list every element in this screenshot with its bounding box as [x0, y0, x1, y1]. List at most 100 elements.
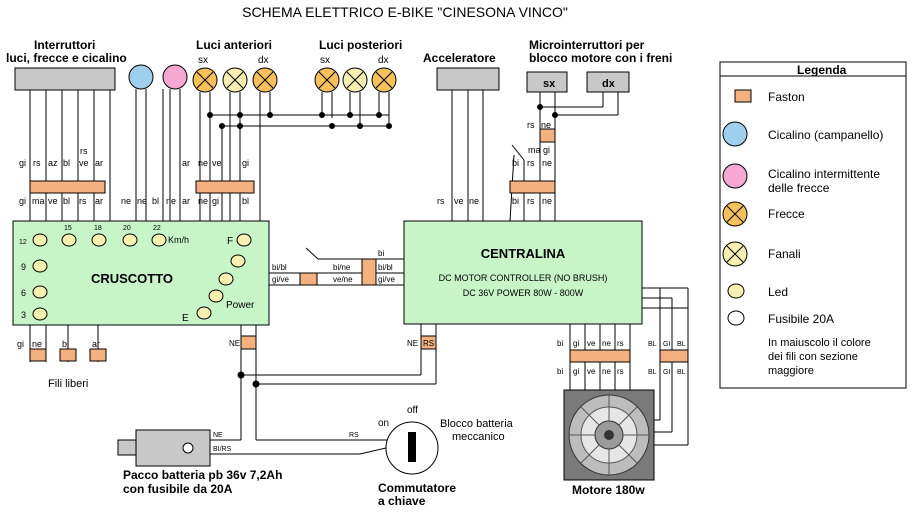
wire-label: ma	[528, 145, 541, 155]
front-lights-label: Luci anteriori	[196, 38, 272, 52]
wire-label: ne	[541, 120, 551, 130]
speed-scale-label: 3	[21, 310, 26, 320]
wire-label: gi	[19, 196, 26, 206]
wire-label: BI/RS	[213, 446, 232, 453]
wire-label: NE	[407, 339, 418, 348]
wire-label: bl	[63, 196, 70, 206]
faston-strip	[569, 349, 631, 363]
brake-switch-label-2: blocco motore con i freni	[529, 51, 672, 65]
faston	[361, 258, 377, 286]
faston-strip	[509, 180, 556, 194]
brake-switch-dx	[586, 71, 630, 93]
motor-hub-icon	[563, 389, 655, 481]
brake-switch-sx	[526, 71, 568, 93]
fuel-full-label: F	[227, 236, 233, 247]
battery-pack	[135, 429, 211, 467]
faston-strip	[195, 180, 255, 194]
wire-label: ar	[92, 339, 100, 349]
wire-label: rs	[527, 120, 535, 130]
wire-label: bi/bl	[378, 263, 393, 272]
faston-strip	[29, 180, 106, 194]
battery-terminal	[117, 439, 139, 456]
faston	[240, 335, 257, 350]
wire-label: GI	[663, 341, 670, 348]
front-sx-label: sx	[198, 55, 208, 66]
fuel-empty-label: E	[182, 313, 189, 324]
wire-label: ne	[137, 196, 147, 206]
legend-title: Legenda	[797, 63, 847, 77]
brake-dx-label: dx	[602, 78, 616, 90]
wire-label: rs	[617, 367, 624, 376]
wire-label: bi/bl	[272, 263, 287, 272]
wire-label: gi	[573, 339, 579, 348]
wire-label: NE	[213, 432, 223, 439]
wire-label: az	[48, 158, 58, 168]
wire-label: ne	[121, 196, 131, 206]
key-switch-name-2: a chiave	[378, 494, 426, 508]
wire-label: rs	[80, 146, 88, 156]
wire-label: gi	[242, 158, 249, 168]
wire-label: ne	[198, 158, 208, 168]
speed-scale-label: 22	[153, 225, 161, 232]
faston	[539, 128, 556, 143]
key-lock-label-1: Blocco batteria	[440, 418, 514, 430]
legend-label: Led	[768, 285, 788, 299]
brake-sx-label: sx	[543, 78, 556, 90]
wire-label: bl	[152, 196, 159, 206]
legend-fuse-swatch	[727, 310, 745, 326]
rear-lights-label: Luci posteriori	[319, 38, 402, 52]
ctrl-power-wires	[241, 324, 437, 385]
wire-label: bi	[557, 339, 563, 348]
speed-scale-label: 15	[64, 225, 72, 232]
faston	[420, 335, 437, 350]
legend-box	[719, 61, 907, 389]
speed-scale-label: 18	[94, 225, 102, 232]
wire-label: GI	[663, 369, 670, 376]
power-label: Power	[226, 300, 255, 311]
link-wires	[269, 247, 404, 286]
wire-label: ar	[182, 158, 190, 168]
throttle-wires	[451, 90, 484, 221]
controller-spec-2: DC 36V POWER 80W - 800W	[463, 288, 584, 298]
junction-dot	[552, 112, 558, 118]
legend-label: Fanali	[768, 247, 801, 261]
legend-note: maggiore	[768, 365, 814, 377]
wire-label: ve	[454, 196, 464, 206]
wire-label: bl	[242, 196, 249, 206]
legend-led-swatch	[727, 283, 745, 299]
key-switch-name-1: Commutatore	[378, 481, 456, 495]
legend-note: dei fili con sezione	[768, 351, 858, 363]
horn-wires	[135, 89, 181, 221]
wire-label: BL	[677, 369, 686, 376]
horn-icon	[128, 64, 154, 90]
wire-label: gi	[19, 158, 26, 168]
wire-label: bi	[512, 158, 519, 168]
wire-label: ve	[48, 196, 58, 206]
legend-buzzer-swatch	[722, 163, 748, 189]
legend-horn-swatch	[722, 121, 748, 147]
wire-label: bi	[378, 249, 384, 258]
wire-label: ne	[542, 196, 552, 206]
brake-switch-label-1: Microinterruttori per	[529, 38, 645, 52]
faston	[29, 348, 47, 362]
battery-label-1: Pacco batteria pb 36v 7,2Ah	[123, 468, 282, 482]
dashboard-title: CRUSCOTTO	[91, 271, 173, 286]
legend-lamp-swatch	[722, 241, 748, 267]
motor-label: Motore 180w	[572, 483, 645, 497]
speed-scale-label: 6	[21, 288, 26, 298]
key-off-label: off	[407, 405, 418, 416]
wire-label: NE	[229, 339, 240, 348]
wire-label: rs	[527, 196, 535, 206]
wire-label: ve	[587, 367, 596, 376]
wire-label: rs	[617, 339, 624, 348]
wire-label: ar	[182, 196, 190, 206]
wire-label: ne	[469, 196, 479, 206]
wire-label: ma	[32, 196, 45, 206]
wire-label: rs	[33, 158, 41, 168]
switches-label-2: luci, frecce e cicalino	[6, 51, 127, 65]
wire-label: gi	[17, 339, 24, 349]
wire-label: ve/ne	[333, 275, 353, 284]
front-lights	[192, 67, 278, 93]
front-dx-label: dx	[258, 55, 269, 66]
